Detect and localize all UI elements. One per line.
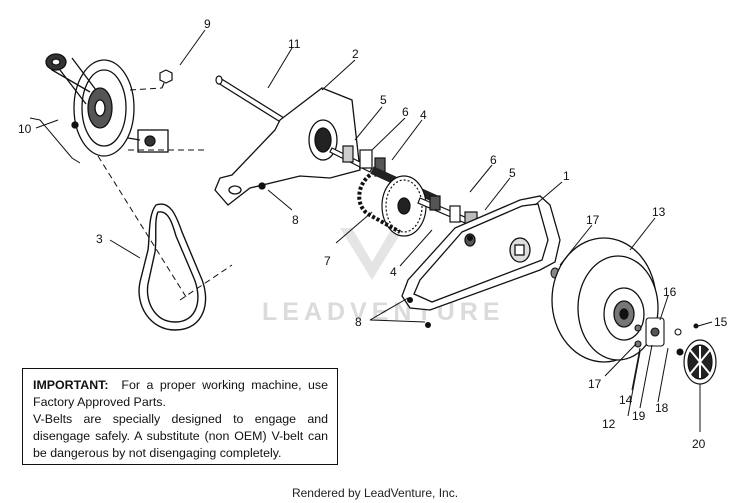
upper-bushings bbox=[329, 145, 386, 177]
watermark-logo: LEADVENTURE bbox=[262, 228, 505, 326]
callout-1: 1 bbox=[563, 169, 570, 183]
callout-3: 3 bbox=[96, 232, 103, 246]
footer-credit: Rendered by LeadVenture, Inc. bbox=[291, 486, 459, 500]
sprocket-and-chain bbox=[357, 166, 440, 237]
callout-9: 9 bbox=[204, 17, 211, 31]
assembly-bracket-line-2 bbox=[29, 117, 41, 121]
leader-lines bbox=[35, 29, 713, 432]
callout-20: 20 bbox=[692, 437, 706, 451]
callout-8-lower: 8 bbox=[355, 315, 362, 329]
callout-17-lower: 17 bbox=[588, 377, 602, 391]
clutch-pulley-assembly bbox=[45, 53, 169, 157]
callout-10: 10 bbox=[18, 122, 32, 136]
callout-16: 16 bbox=[663, 285, 677, 299]
v-belt bbox=[138, 203, 207, 331]
note-heading: IMPORTANT: bbox=[33, 378, 109, 392]
callout-17-upper: 17 bbox=[586, 213, 600, 227]
callout-7: 7 bbox=[324, 254, 331, 268]
reference-lines bbox=[97, 87, 233, 301]
callout-5-upper: 5 bbox=[380, 93, 387, 107]
hub-cap bbox=[683, 339, 717, 385]
callout-18: 18 bbox=[655, 401, 669, 415]
callout-6-upper: 6 bbox=[402, 105, 409, 119]
callout-12: 12 bbox=[602, 417, 616, 431]
cover-bolts bbox=[407, 235, 473, 328]
callout-2: 2 bbox=[352, 47, 359, 61]
wheel-tire bbox=[551, 237, 659, 363]
frame-plate bbox=[214, 87, 361, 206]
callout-8-upper: 8 bbox=[292, 213, 299, 227]
hub-hardware bbox=[634, 317, 699, 356]
callout-numbers: 9 11 2 10 5 6 4 8 1 6 5 3 7 4 17 13 8 16… bbox=[18, 17, 728, 451]
callout-4-lower: 4 bbox=[390, 265, 397, 279]
assembly-bracket-line bbox=[39, 119, 81, 164]
callout-6-lower: 6 bbox=[490, 153, 497, 167]
callout-5-lower: 5 bbox=[509, 166, 516, 180]
callout-4-upper: 4 bbox=[420, 108, 427, 122]
important-note: IMPORTANT: For a proper working machine,… bbox=[22, 368, 338, 465]
callout-15: 15 bbox=[714, 315, 728, 329]
callout-11: 11 bbox=[288, 37, 301, 51]
callout-13: 13 bbox=[652, 205, 666, 219]
callout-19: 19 bbox=[632, 409, 646, 423]
note-line-1: For a proper working machine, use Factor… bbox=[33, 378, 328, 409]
chain-case-cover bbox=[401, 195, 561, 311]
note-paragraph-1: IMPORTANT: For a proper working machine,… bbox=[33, 377, 328, 411]
bolt-9 bbox=[159, 69, 173, 89]
watermark-text: LEADVENTURE bbox=[262, 298, 505, 326]
callout-14: 14 bbox=[619, 393, 633, 407]
note-line-2: V-Belts are specially designed to engage… bbox=[33, 412, 328, 460]
